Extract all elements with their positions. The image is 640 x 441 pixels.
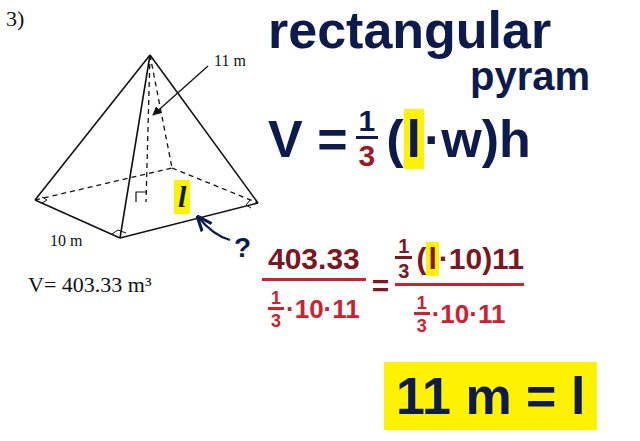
text-group: 13 (356, 106, 379, 171)
text-group: V= 403.33 m³ (28, 272, 152, 298)
text-group: 13·10·11 403.33 (262, 242, 366, 330)
dimension-label: 11 m (214, 52, 246, 70)
divisor: ·10·11 (286, 294, 360, 325)
formula-part: ·w)h (424, 109, 531, 169)
formula-part: V = (268, 109, 348, 169)
highlighted-variable: l (426, 242, 438, 276)
text-group: 11 m (214, 52, 246, 70)
text-group: 3) (6, 6, 24, 32)
text-group: l (174, 180, 190, 214)
answer: 11 m = l (396, 366, 585, 426)
pyramid-edges (35, 55, 258, 238)
dimension-label: 10 m (50, 232, 82, 250)
text-group: 13·10·11403.3313(l·10)1113·10·11= (262, 236, 524, 335)
unknown-length: l (174, 180, 190, 214)
text-group: 13(l·10)11 (395, 236, 524, 286)
formula-part: ( (386, 109, 403, 169)
handwritten-note: pyram (470, 54, 590, 99)
volume-given: V= 403.33 m³ (28, 272, 152, 298)
divisor: ·10·11 (432, 299, 506, 330)
text-group: pyram (470, 54, 590, 99)
volume-value: 403.33 (262, 242, 366, 281)
text-group: 13 (414, 294, 430, 335)
text-group: 13 (395, 236, 412, 281)
question-mark: ? (234, 232, 251, 264)
leader-line (153, 66, 208, 115)
equals-sign: = (372, 269, 390, 303)
pointer-arrow (198, 217, 230, 240)
text-group: 13V =(l·w)h (268, 106, 531, 171)
fraction-denominator: 3 (417, 315, 427, 335)
fraction-denominator: 3 (359, 139, 376, 171)
text-group: 13(l·10)1113·10·11 (395, 236, 524, 335)
right-angle-mark (136, 192, 146, 202)
handwritten-note: rectangular (268, 0, 551, 60)
fraction-denominator: 3 (271, 310, 281, 330)
corner-mark (42, 197, 47, 203)
corner-mark (112, 230, 126, 234)
formula-part: ·10)11 (439, 242, 524, 276)
text-group: 11 m = l (384, 362, 597, 430)
text-group: rectangular (268, 0, 551, 60)
corner-mark (246, 200, 251, 208)
problem-number: 3) (6, 6, 24, 32)
text-group: 13·10·11 (268, 289, 360, 330)
text-group: 13·10·11 (414, 294, 506, 335)
text-group: 10 m (50, 232, 82, 250)
text-group: 13 (268, 289, 284, 330)
fraction-numerator: 1 (414, 294, 430, 315)
fraction-numerator: 1 (356, 106, 379, 139)
hidden-edges (35, 55, 258, 203)
fraction-numerator: 1 (268, 289, 284, 310)
highlighted-variable: l (404, 109, 424, 169)
formula-part: ( (416, 242, 426, 276)
fraction-numerator: 1 (395, 236, 412, 259)
fraction-denominator: 3 (398, 259, 409, 281)
text-group: ? (234, 232, 251, 264)
